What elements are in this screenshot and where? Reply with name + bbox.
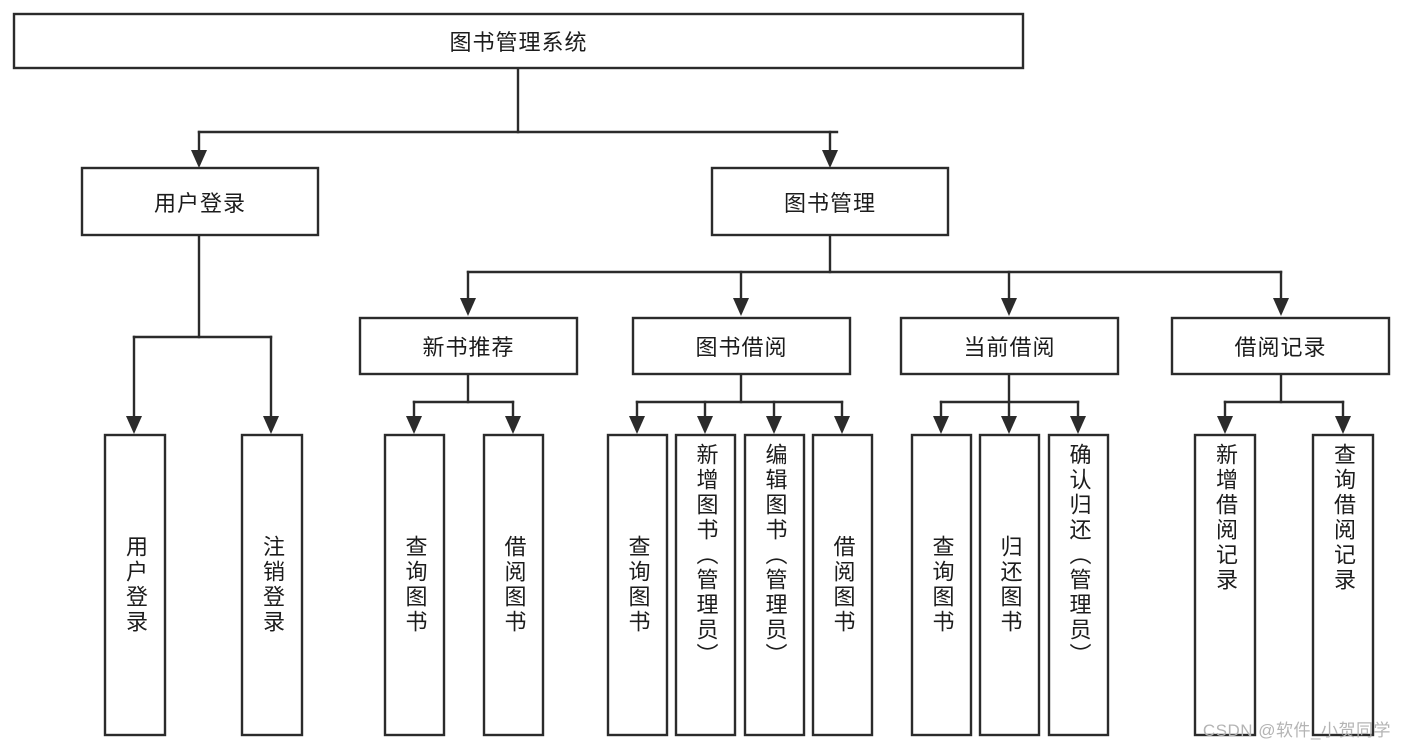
node-box-book-manage[interactable]	[710, 166, 950, 237]
node-box-leaf-query-book-3[interactable]	[910, 433, 973, 737]
node-box-leaf-confirm-return[interactable]	[1047, 433, 1110, 737]
connector-bookborrow-to-leaves	[629, 372, 850, 434]
connector-newbook-to-leaves	[406, 372, 521, 434]
node-box-current-borrow[interactable]	[899, 316, 1120, 376]
node-box-leaf-logout[interactable]	[240, 433, 304, 737]
node-box-leaf-return-book[interactable]	[978, 433, 1041, 737]
connector-bookmanage-to-level3	[460, 233, 1289, 316]
connector-borrowrecord-to-leaves	[1217, 372, 1351, 434]
node-box-leaf-borrow-book-2[interactable]	[811, 433, 874, 737]
node-box-borrow-record[interactable]	[1170, 316, 1391, 376]
connector-root-to-level2	[191, 66, 839, 168]
node-box-leaf-query-book-2[interactable]	[606, 433, 669, 737]
connector-currentborrow-to-leaves	[933, 372, 1086, 434]
node-box-leaf-add-record[interactable]	[1193, 433, 1257, 737]
node-box-leaf-edit-book[interactable]	[743, 433, 806, 737]
node-box-leaf-add-book[interactable]	[674, 433, 737, 737]
node-box-new-book-recommend[interactable]	[358, 316, 579, 376]
node-box-leaf-borrow-book-1[interactable]	[482, 433, 545, 737]
connector-userlogin-to-leaves	[126, 233, 279, 434]
node-box-root[interactable]	[12, 12, 1025, 70]
node-box-leaf-query-record[interactable]	[1311, 433, 1375, 737]
node-box-leaf-user-login[interactable]	[103, 433, 167, 737]
node-box-leaf-query-book-1[interactable]	[383, 433, 446, 737]
node-box-user-login[interactable]	[80, 166, 320, 237]
node-box-book-borrow[interactable]	[631, 316, 852, 376]
